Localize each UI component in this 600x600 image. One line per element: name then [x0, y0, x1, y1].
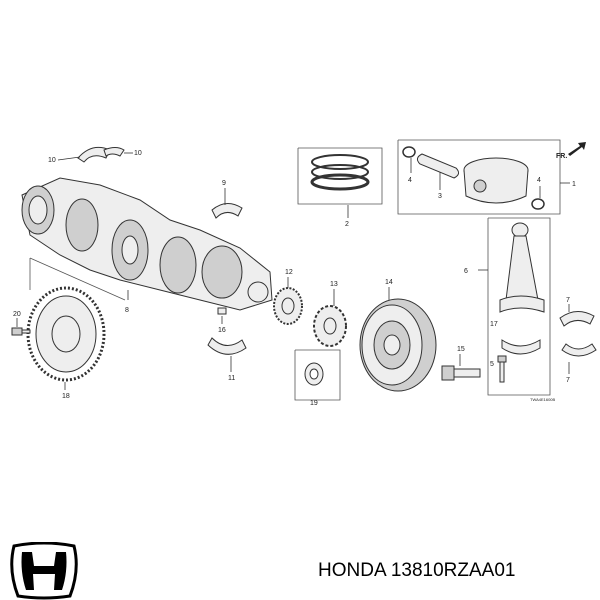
callout-3: 3	[438, 193, 442, 200]
callout-5: 5	[490, 361, 494, 368]
pulley-washer	[304, 362, 324, 386]
callout-17: 17	[490, 321, 498, 328]
oil-pump-sprocket	[313, 305, 347, 347]
callout-9: 9	[222, 180, 226, 187]
callout-14: 14	[385, 279, 393, 286]
piston-ring-set	[310, 154, 370, 191]
flywheel-bolt	[11, 327, 31, 336]
rod-bearing-upper	[559, 311, 595, 327]
callout-8: 8	[125, 307, 129, 314]
piston-clip-right	[531, 198, 545, 210]
callout-16: 16	[218, 327, 226, 334]
part-caption: HONDA 13810RZAA01	[318, 560, 516, 581]
callout-4a: 4	[408, 177, 412, 184]
callout-4b: 4	[537, 177, 541, 184]
callout-19: 19	[310, 400, 318, 407]
piston-pin	[416, 153, 460, 179]
honda-logo	[10, 542, 78, 600]
callout-15: 15	[457, 346, 465, 353]
callout-13: 13	[330, 281, 338, 288]
piston	[463, 157, 529, 204]
crankshaft-pulley	[359, 298, 437, 392]
front-arrow-icon	[568, 142, 586, 156]
crank-sprocket	[273, 287, 303, 325]
crankshaft	[21, 177, 273, 311]
figure-code: TWA4E1600B	[530, 397, 556, 402]
pulley-bolt	[441, 365, 481, 381]
callout-10a: 10	[48, 157, 56, 164]
drive-plate	[26, 286, 106, 382]
rod-bearing-cap	[501, 339, 541, 355]
rod-bearing-lower	[561, 343, 597, 357]
rod-bolt	[497, 355, 507, 383]
callout-11: 11	[228, 375, 235, 382]
callout-2: 2	[345, 221, 349, 228]
callout-7b: 7	[566, 377, 570, 384]
callout-10b: 10	[134, 150, 142, 157]
lower-bearing-shell	[207, 337, 247, 355]
callout-20: 20	[13, 311, 21, 318]
callout-7a: 7	[566, 297, 570, 304]
thrust-bearing-upper	[211, 203, 243, 219]
upper-bearing-shell	[77, 146, 125, 163]
piston-clip-left	[402, 146, 416, 158]
connecting-rod	[499, 222, 545, 313]
callout-6: 6	[464, 268, 468, 275]
callout-12: 12	[285, 269, 293, 276]
callout-18: 18	[62, 393, 70, 400]
callout-1: 1	[572, 181, 576, 188]
bearing-key-16	[217, 307, 227, 315]
front-marker: FR.	[556, 153, 567, 160]
